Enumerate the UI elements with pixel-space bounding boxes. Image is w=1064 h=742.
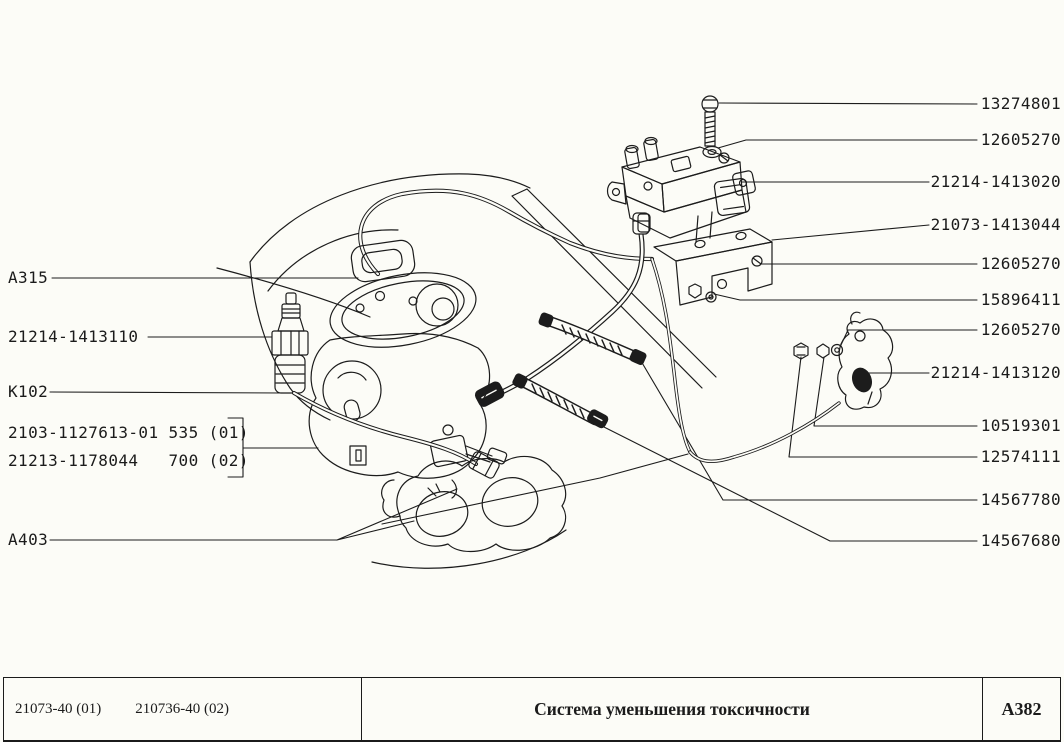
label-part-15896411: 15896411 xyxy=(980,290,1061,309)
air-cleaner-drawing xyxy=(216,173,531,421)
label-part-21073-1413044: 21073-1413044 xyxy=(930,215,1061,234)
label-part-21214-1413020: 21214-1413020 xyxy=(930,172,1061,191)
label-part-14567680: 14567680 xyxy=(980,531,1061,550)
washer-drawing xyxy=(702,145,722,159)
model-code-2: 210736-40 (02) xyxy=(135,700,229,717)
check-valve-drawing xyxy=(793,311,894,410)
leader-lines xyxy=(49,102,978,542)
label-wire: K102 xyxy=(8,382,49,401)
metal-tube xyxy=(381,257,841,525)
thermo-sensor-drawing xyxy=(271,292,309,394)
label-part-12605270-a: 12605270 xyxy=(980,130,1061,149)
nut-drawing xyxy=(688,283,702,299)
vacuum-hose-long xyxy=(358,188,655,277)
label-part-12605270-b: 12605270 xyxy=(980,254,1061,273)
label-part-12574111: 12574111 xyxy=(980,447,1061,466)
label-part-13274801: 13274801 xyxy=(980,94,1061,113)
label-variant-line1: 2103-1127613-01 535 (01) xyxy=(8,423,249,442)
title-block: 21073-40 (01) 210736-40 (02) Система уме… xyxy=(3,677,1061,742)
drawing-title: Система уменьшения токсичности xyxy=(534,698,810,719)
label-part-12605270-c: 12605270 xyxy=(980,320,1061,339)
braided-hose-lower xyxy=(512,373,609,429)
model-code-1: 21073-40 (01) xyxy=(15,700,102,717)
egr-valve-drawing xyxy=(606,136,756,243)
carburetor-drawing xyxy=(308,239,508,479)
label-part-14567780: 14567780 xyxy=(980,490,1061,509)
label-part-21214-1413120: 21214-1413120 xyxy=(930,363,1061,382)
label-gasket: A403 xyxy=(8,530,49,549)
sheet-number: А382 xyxy=(982,678,1060,740)
label-part-10519301: 10519301 xyxy=(980,416,1061,435)
braided-hose-upper xyxy=(538,312,647,365)
label-sensor: 21214-1413110 xyxy=(8,327,139,346)
egr-hose xyxy=(474,212,650,407)
label-variant-line2: 21213-1178044 700 (02) xyxy=(8,451,249,470)
gasket-drawing xyxy=(371,455,567,569)
label-air-cleaner: A315 xyxy=(8,268,49,287)
title-block-models: 21073-40 (01) 210736-40 (02) xyxy=(4,678,362,740)
bracket-drawing xyxy=(653,228,773,306)
bolt-drawing xyxy=(701,95,719,147)
sensor-wire xyxy=(292,391,500,479)
body-strip xyxy=(511,188,717,389)
